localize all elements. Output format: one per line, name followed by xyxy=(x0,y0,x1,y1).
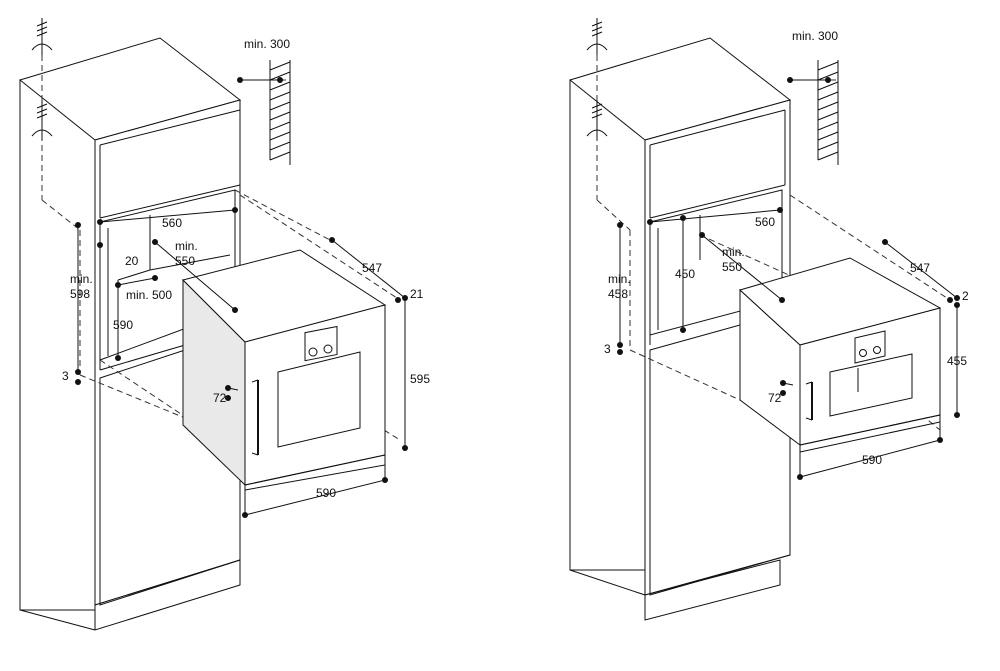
right-label-2: 2 xyxy=(962,289,969,303)
right-label-min-550-b: 550 xyxy=(722,260,742,274)
left-oven xyxy=(182,249,387,491)
left-label-590-side: 590 xyxy=(113,318,133,332)
right-wall-hatch xyxy=(817,60,839,165)
left-installation-diagram: min. 300 560 min. 550 20 min. 500 min. 5… xyxy=(18,18,430,631)
right-ventilation-symbols xyxy=(586,18,608,140)
left-label-min-500: min. 500 xyxy=(126,288,172,302)
right-label-450: 450 xyxy=(675,267,695,281)
left-label-21: 21 xyxy=(410,287,424,301)
right-label-72: 72 xyxy=(768,391,782,405)
left-label-min-550-a: min. xyxy=(175,239,198,253)
left-label-3: 3 xyxy=(62,369,69,383)
left-label-547: 547 xyxy=(362,261,382,275)
right-installation-diagram: min. 300 560 min. 550 min. 458 450 3 547… xyxy=(568,18,969,621)
left-label-min-550-b: 550 xyxy=(175,254,195,268)
right-cabinet xyxy=(568,37,792,621)
left-dimension-lines xyxy=(75,77,408,518)
left-label-min-598-b: 598 xyxy=(70,287,90,301)
left-label-20: 20 xyxy=(125,254,139,268)
left-label-590-bottom: 590 xyxy=(316,486,336,500)
right-oven xyxy=(739,257,942,453)
left-ventilation-symbols xyxy=(31,18,53,140)
right-label-min-550-a: min. xyxy=(722,245,745,259)
left-label-595: 595 xyxy=(410,372,430,386)
right-label-min-458-b: 458 xyxy=(608,287,628,301)
right-label-455: 455 xyxy=(947,354,967,368)
right-label-560: 560 xyxy=(755,215,775,229)
left-label-min-300: min. 300 xyxy=(244,37,290,51)
right-label-590-bottom: 590 xyxy=(862,453,882,467)
left-label-560: 560 xyxy=(162,216,182,230)
left-label-72: 72 xyxy=(213,391,227,405)
left-wall-hatch xyxy=(269,60,291,165)
right-label-min-300: min. 300 xyxy=(792,29,838,43)
left-label-min-598-a: min. xyxy=(70,272,93,286)
right-dimension-lines xyxy=(617,77,960,480)
right-label-547: 547 xyxy=(910,261,930,275)
left-cabinet xyxy=(18,37,242,631)
right-label-min-458-a: min. xyxy=(608,272,631,286)
right-label-3: 3 xyxy=(604,342,611,356)
